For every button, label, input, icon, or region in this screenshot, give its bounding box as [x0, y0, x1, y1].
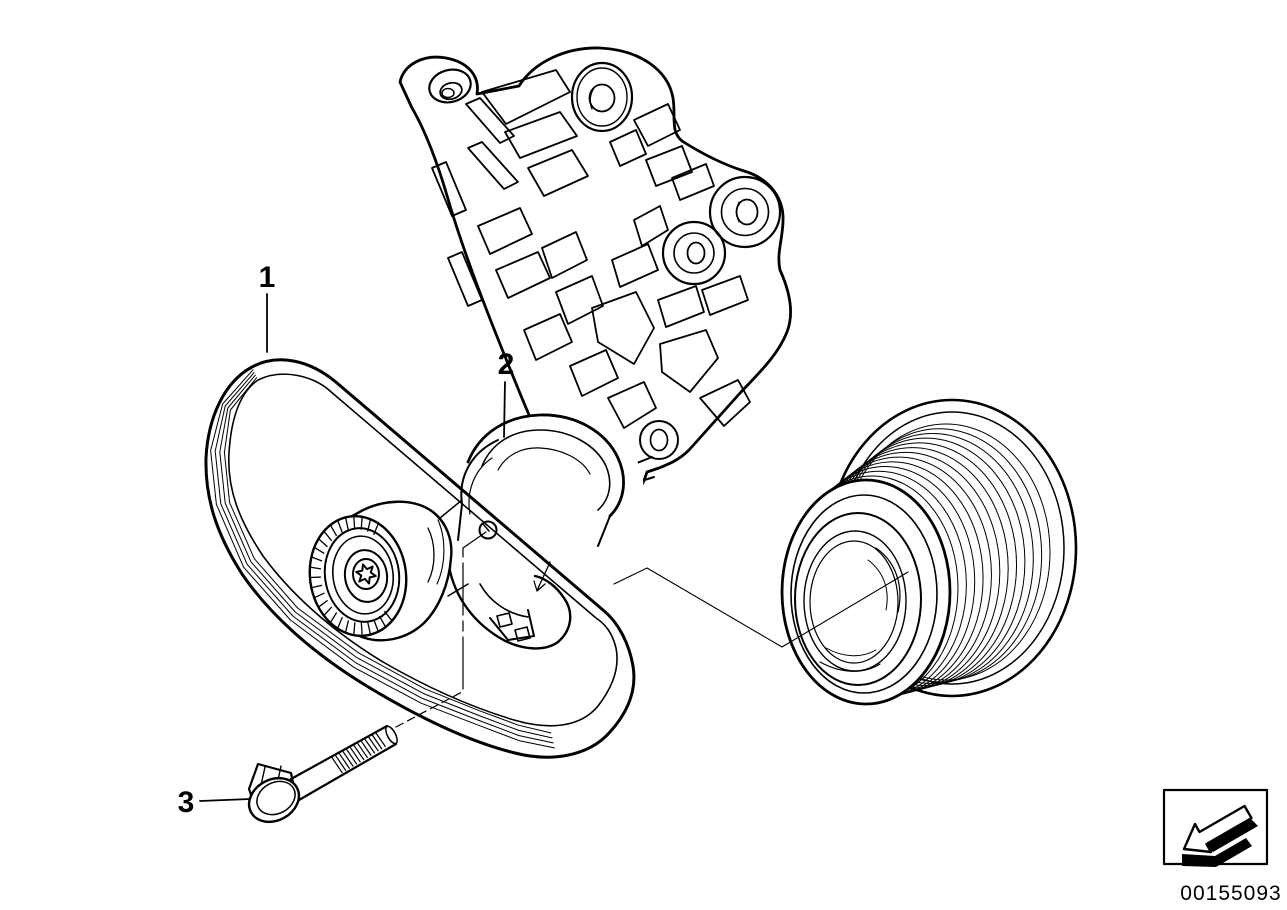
belt-tensioner	[308, 413, 644, 650]
bolt-threads	[330, 732, 387, 774]
diagram-stamp: 00155093	[1162, 788, 1281, 905]
belt-rib-lines	[210, 369, 555, 749]
ribbed-v-belt	[204, 358, 636, 759]
mounting-bracket	[398, 46, 792, 516]
callout-1-label: 1	[259, 261, 276, 294]
callout-2-label: 2	[498, 348, 515, 381]
tensioner-arm	[446, 558, 572, 650]
crankshaft-pulley	[780, 398, 1078, 706]
rotation-arrow	[533, 561, 551, 592]
callout-3-label: 3	[178, 786, 195, 819]
leader-lines	[199, 293, 909, 802]
stamp-part-number: 00155093	[1180, 882, 1281, 905]
hex-flange-bolt	[247, 724, 398, 824]
tensioner-mount-hole	[478, 520, 498, 540]
pulley-reference-line	[613, 567, 909, 648]
callouts: 1 2 3	[178, 261, 515, 819]
bolt-axis-dashed-line	[395, 691, 463, 728]
bolt-flange	[247, 776, 301, 824]
torx-star-icon	[355, 563, 377, 585]
torx-bolt	[352, 558, 380, 590]
leader-line-2	[503, 381, 506, 438]
bracket-web	[431, 69, 751, 429]
direction-arrow-icon	[1182, 804, 1258, 867]
leader-line-3	[199, 798, 251, 802]
tensioner-damper-cup	[457, 413, 625, 547]
